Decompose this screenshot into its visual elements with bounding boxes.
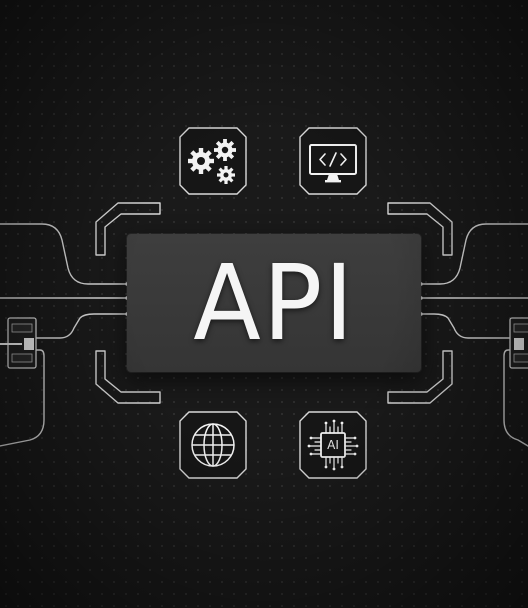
globe-icon bbox=[179, 411, 247, 479]
code-monitor-icon bbox=[299, 127, 367, 195]
api-panel: API bbox=[127, 234, 421, 372]
ai-chip-label: AI bbox=[327, 438, 339, 452]
ai-chip-icon: AI bbox=[299, 411, 367, 479]
gears-icon bbox=[179, 127, 247, 195]
api-title: API bbox=[192, 242, 356, 364]
